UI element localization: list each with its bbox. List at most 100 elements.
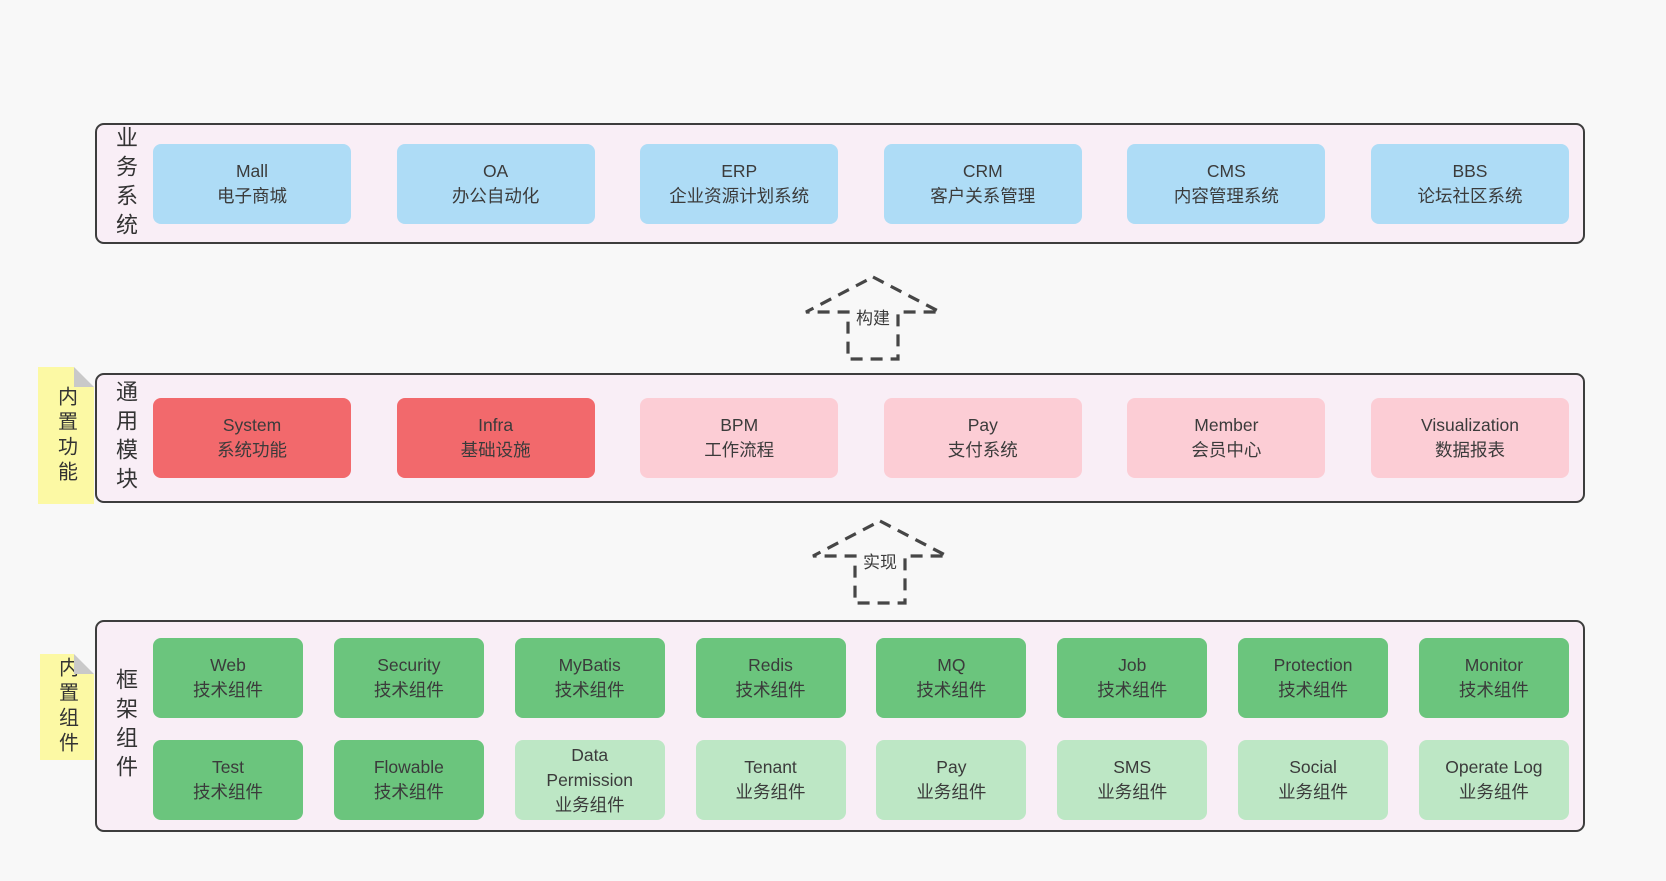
box-subtitle: 业务组件: [1097, 782, 1168, 802]
box-title: CRM: [962, 160, 1003, 181]
box-subtitle: 业务组件: [735, 782, 806, 802]
box-title: Pay: [967, 415, 998, 435]
box-title: Social: [1289, 757, 1337, 777]
box-title: Test: [211, 757, 245, 777]
box-title: Job: [1118, 655, 1147, 675]
box-mall: Mall 电子商城: [153, 143, 351, 224]
box-title: CMS: [1206, 160, 1246, 181]
band-framework-content: Web 技术组件 Security 技术组件 MyBatis 技术组件 Redi…: [153, 622, 1583, 830]
box-subtitle: 技术组件: [373, 680, 444, 700]
note-text: 内置组件: [55, 657, 78, 757]
box-title: Security: [377, 655, 441, 675]
box-title: Tenant: [744, 757, 797, 777]
box-subtitle: 技术组件: [193, 680, 263, 700]
box-mybatis: MyBatis 技术组件: [514, 638, 665, 718]
box-visualization: Visualization 数据报表: [1370, 398, 1569, 478]
box-title: Monitor: [1464, 655, 1524, 675]
box-subtitle: 技术组件: [193, 782, 263, 802]
box-title: BBS: [1452, 160, 1488, 181]
box-title: Infra: [478, 415, 514, 435]
box-subtitle: 基础设施: [460, 440, 531, 460]
box-flowable: Flowable 技术组件: [333, 740, 484, 820]
box-infra: Infra 基础设施: [396, 398, 595, 478]
box-cms: CMS 内容管理系统: [1127, 143, 1326, 224]
box-title: Web: [210, 655, 246, 675]
box-title: MQ: [937, 655, 966, 675]
box-tenant: Tenant 业务组件: [695, 740, 846, 820]
band-modules-content: System 系统功能 Infra 基础设施 BPM 工作流程 Pay 支付系统…: [153, 375, 1583, 501]
box-operate-log: Operate Log 业务组件: [1418, 740, 1569, 820]
box-social: Social 业务组件: [1238, 740, 1389, 820]
note-built-in-features: 内置功能: [38, 367, 94, 504]
box-protection: Protection 技术组件: [1238, 638, 1389, 718]
box-data-permission: Data Permission 业务组件: [514, 740, 665, 820]
modules-box-row: System 系统功能 Infra 基础设施 BPM 工作流程 Pay 支付系统…: [153, 398, 1583, 478]
box-title: Mall: [235, 160, 269, 181]
arrow-implement-label: 实现: [858, 547, 902, 574]
box-title: Protection: [1273, 655, 1353, 675]
box-subtitle: 业务组件: [1458, 782, 1529, 802]
box-mq: MQ 技术组件: [876, 638, 1027, 718]
arrow-implement: 实现: [805, 518, 955, 606]
box-subtitle: 会员中心: [1191, 440, 1262, 460]
box-job: Job 技术组件: [1057, 638, 1208, 718]
box-subtitle: 技术组件: [373, 782, 444, 802]
up-arrow-icon: [812, 519, 948, 605]
box-subtitle: 技术组件: [1278, 680, 1349, 700]
box-subtitle: 支付系统: [947, 440, 1018, 460]
band-label-common-modules: 通用模块: [113, 380, 138, 496]
business-box-row: Mall 电子商城 OA 办公自动化 ERP 企业资源计划系统 CRM 客户关系…: [153, 143, 1583, 224]
box-title: Member: [1194, 415, 1259, 435]
box-subtitle: 电子商城: [217, 185, 287, 206]
box-erp: ERP 企业资源计划系统: [640, 143, 839, 224]
band-business-systems: 业务系统 Mall 电子商城 OA 办公自动化 ERP 企业资源计划系统 CRM…: [95, 123, 1585, 244]
box-title: System: [222, 415, 282, 435]
box-subtitle: 数据报表: [1434, 440, 1505, 460]
up-arrow-icon: [805, 275, 941, 361]
box-subtitle: 业务组件: [1278, 782, 1349, 802]
box-title: Redis: [748, 655, 793, 675]
box-title: Visualization: [1421, 415, 1519, 435]
box-subtitle: 技术组件: [554, 680, 625, 700]
framework-box-row-2: Test 技术组件 Flowable 技术组件 Data Permission …: [153, 740, 1583, 820]
box-crm: CRM 客户关系管理: [883, 143, 1082, 224]
box-title: MyBatis: [558, 655, 621, 675]
band-label-business-systems: 业务系统: [113, 125, 138, 242]
box-subtitle: 业务组件: [554, 794, 625, 815]
box-subtitle: 技术组件: [1097, 680, 1168, 700]
box-title: BPM: [720, 415, 759, 435]
box-bbs: BBS 论坛社区系统: [1370, 143, 1569, 224]
arrow-build-label: 构建: [851, 303, 895, 330]
box-test: Test 技术组件: [153, 740, 303, 820]
box-subtitle: 企业资源计划系统: [669, 185, 810, 206]
box-title: Pay: [936, 757, 967, 777]
box-title: Flowable: [373, 757, 444, 777]
folded-corner-icon: [74, 367, 94, 387]
box-monitor: Monitor 技术组件: [1418, 638, 1569, 718]
box-bpm: BPM 工作流程: [640, 398, 839, 478]
band-common-modules: 通用模块 System 系统功能 Infra 基础设施 BPM 工作流程 Pay…: [95, 373, 1585, 503]
box-title: OA: [482, 160, 509, 181]
band-business-content: Mall 电子商城 OA 办公自动化 ERP 企业资源计划系统 CRM 客户关系…: [153, 125, 1583, 242]
folded-corner-icon: [74, 654, 94, 674]
box-subtitle: 客户关系管理: [930, 185, 1036, 206]
box-title: Data Permission: [546, 744, 633, 790]
note-text: 内置功能: [54, 385, 77, 486]
box-security: Security 技术组件: [333, 638, 484, 718]
box-web: Web 技术组件: [153, 638, 303, 718]
box-system: System 系统功能: [153, 398, 351, 478]
framework-box-row-1: Web 技术组件 Security 技术组件 MyBatis 技术组件 Redi…: [153, 638, 1583, 718]
box-pay-component: Pay 业务组件: [876, 740, 1027, 820]
box-subtitle: 技术组件: [1458, 680, 1529, 700]
band-label-framework-components: 框架组件: [113, 668, 138, 784]
box-title: Operate Log: [1445, 757, 1543, 777]
box-subtitle: 办公自动化: [451, 185, 540, 206]
box-subtitle: 工作流程: [704, 440, 775, 460]
box-title: ERP: [721, 160, 758, 181]
arrow-build: 构建: [798, 274, 948, 362]
band-framework-components: 框架组件 Web 技术组件 Security 技术组件 MyBatis 技术组件…: [95, 620, 1585, 832]
box-subtitle: 业务组件: [916, 782, 987, 802]
box-redis: Redis 技术组件: [695, 638, 846, 718]
box-subtitle: 论坛社区系统: [1417, 185, 1523, 206]
